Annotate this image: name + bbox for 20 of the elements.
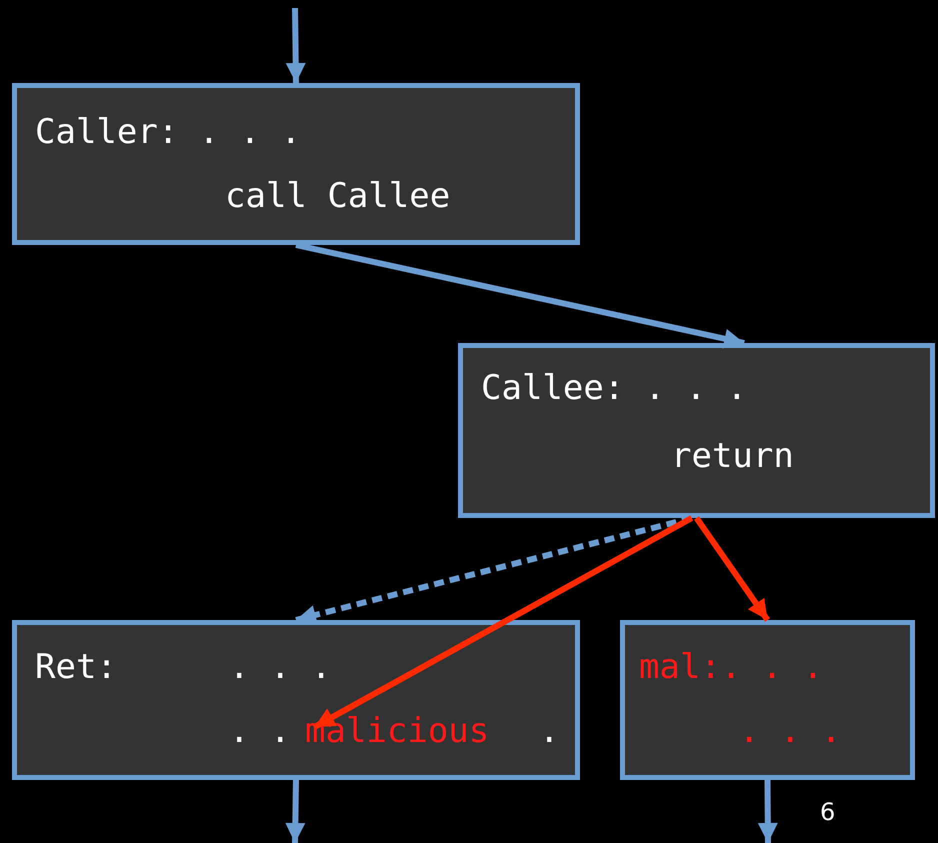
- code-block-box: [620, 620, 915, 780]
- arrow: [694, 516, 770, 622]
- code-block-box: [12, 620, 580, 780]
- code-line: return: [671, 436, 794, 476]
- code-line: .: [539, 711, 560, 751]
- code-line: mal:. . .: [639, 647, 824, 687]
- code-line: . .: [229, 711, 290, 751]
- code-line: Callee: . . .: [481, 368, 748, 408]
- code-line: Ret:: [35, 647, 117, 687]
- arrow: [286, 8, 306, 84]
- code-block-box: [12, 83, 580, 245]
- code-line: . . .: [229, 647, 332, 687]
- arrow: [758, 780, 778, 843]
- arrow: [285, 780, 306, 843]
- code-line: . . .: [739, 711, 842, 751]
- code-word: malicious: [305, 711, 495, 751]
- code-block-box: [458, 343, 935, 518]
- code-line: Caller: . . .: [35, 112, 302, 152]
- page-number: 6: [820, 798, 836, 826]
- code-line: call Callee: [225, 176, 450, 216]
